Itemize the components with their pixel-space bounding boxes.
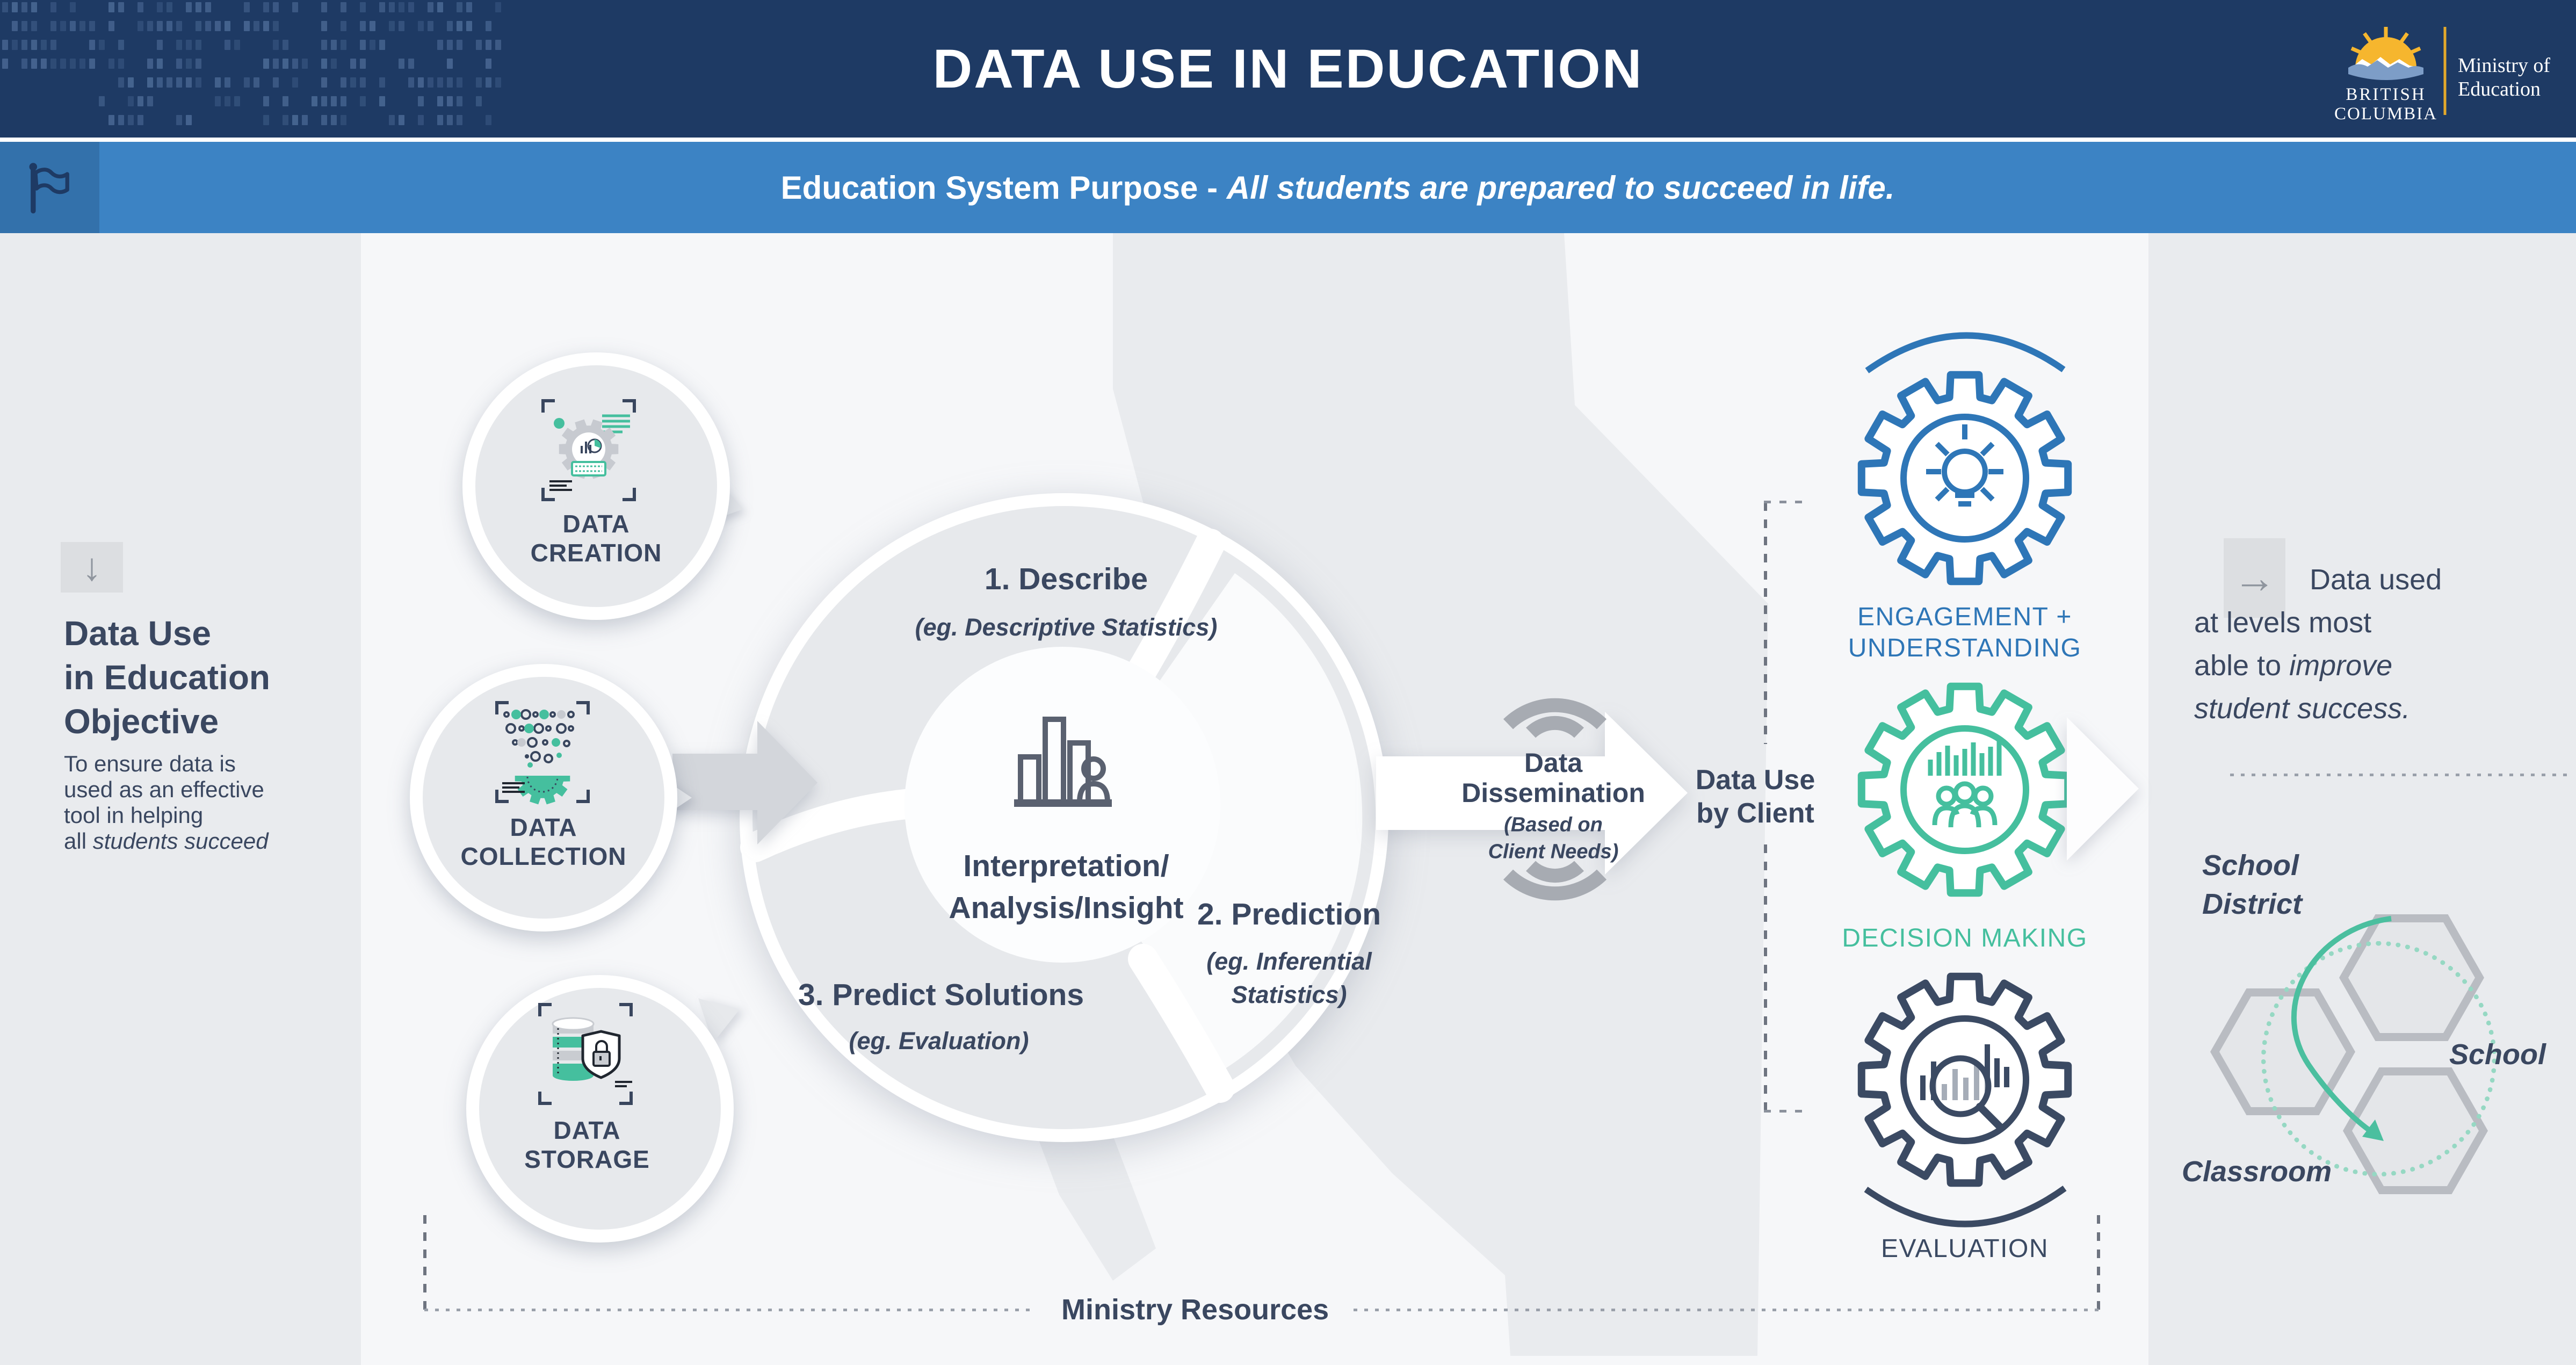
cycle-center-line: Analysis/Insight xyxy=(949,891,1184,925)
client-line: Data Use xyxy=(1695,764,1815,796)
footer-bracket-end xyxy=(2097,1215,2100,1311)
client-bracket-line xyxy=(1764,502,1767,744)
header-band xyxy=(0,0,2576,138)
page-title: DATA USE IN EDUCATION xyxy=(932,38,1644,99)
stage-label-data-creation: DATA CREATION xyxy=(530,510,662,567)
levels-cycle-arrow xyxy=(2291,916,2392,1141)
level-label-classroom: Classroom xyxy=(2182,1155,2332,1188)
purpose-label: Education System Purpose - xyxy=(780,169,1227,206)
level-label-district: District xyxy=(2202,888,2303,920)
outcome-label-evaluation: EVALUATION xyxy=(1881,1234,2049,1263)
impact-line: student success. xyxy=(2194,692,2411,725)
people-chart-icon xyxy=(1928,739,2002,828)
decision-gear-icon xyxy=(1857,682,2072,897)
footer-bracket: Ministry Resources xyxy=(424,1294,2099,1326)
cycle-step2-subtitle: (eg. Inferential xyxy=(1206,948,1372,975)
svg-text:Ministry of: Ministry of xyxy=(2458,54,2550,77)
data-collection-icon xyxy=(495,701,590,805)
header-divider xyxy=(0,138,2576,142)
right-arrow-icon: → xyxy=(2224,538,2285,618)
footer-dash-right xyxy=(1354,1308,2099,1311)
outcome-label-decision: DECISION MAKING xyxy=(1842,924,2088,952)
level-label-district: School xyxy=(2202,849,2299,882)
dissemination-line: Dissemination xyxy=(1461,778,1645,808)
stage-label-data-collection: DATA COLLECTION xyxy=(460,813,627,870)
bc-ministry-logo: BRITISH COLUMBIA Ministry of Education xyxy=(2320,8,2550,132)
dissemination-subline: (Based on xyxy=(1504,813,1603,836)
evaluation-gear-icon xyxy=(1857,972,2072,1227)
purpose-tagline: All students are prepared to succeed in … xyxy=(1226,169,1895,206)
flag-icon xyxy=(29,163,69,214)
purpose-bar xyxy=(0,142,2576,233)
flow-arrow-icon xyxy=(672,721,817,844)
objective-body-line: tool in helping xyxy=(64,803,204,828)
footer-dash-left xyxy=(424,1308,1037,1311)
svg-text:COLUMBIA: COLUMBIA xyxy=(2334,104,2437,124)
right-panel-divider xyxy=(2230,774,2567,776)
footer-bracket-end xyxy=(423,1215,426,1311)
dissemination-arrow xyxy=(1376,712,1688,875)
cycle-step3-subtitle: (eg. Evaluation) xyxy=(849,1027,1029,1055)
data-creation-circle xyxy=(462,352,730,620)
cycle-step3-title: 3. Predict Solutions xyxy=(798,978,1084,1012)
cycle-step2-title: 2. Prediction xyxy=(1197,897,1381,931)
objective-title-line: Objective xyxy=(64,702,219,741)
impact-line: able to improve xyxy=(2194,649,2393,682)
client-bracket-stub xyxy=(1764,1110,1809,1113)
right-panel xyxy=(2148,233,2576,1365)
svg-text:Education: Education xyxy=(2458,78,2541,100)
dissemination-subline: Client Needs) xyxy=(1488,840,1619,863)
objective-body-line: used as an effective xyxy=(64,777,264,802)
cycle-center-line: Interpretation/ xyxy=(963,849,1169,883)
dissemination-line: Data xyxy=(1524,748,1583,778)
cycle-step2-subtitle: Statistics) xyxy=(1231,981,1347,1008)
svg-text:BRITISH: BRITISH xyxy=(2346,85,2426,104)
data-creation-icon xyxy=(541,399,636,501)
cycle-step1-subtitle: (eg. Descriptive Statistics) xyxy=(915,613,1218,641)
purpose-statement: Education System Purpose - All students … xyxy=(99,142,2576,233)
client-line: by Client xyxy=(1696,798,1814,829)
engagement-gear-icon xyxy=(1857,332,2072,586)
levels-dotted-circle xyxy=(2261,941,2497,1176)
magnifier-chart-icon xyxy=(1920,1044,2009,1131)
footer-label: Ministry Resources xyxy=(1061,1294,1329,1326)
client-bracket-stub xyxy=(1764,501,1809,503)
pixel-pattern-decoration xyxy=(0,0,537,138)
outcome-label-engagement: ENGAGEMENT + UNDERSTANDING xyxy=(1848,603,2082,662)
lightbulb-icon xyxy=(1926,424,2003,507)
bc-sunrise-icon: BRITISH COLUMBIA Ministry of Education xyxy=(2334,27,2550,124)
impact-line: Data used xyxy=(2310,564,2442,596)
data-storage-icon xyxy=(538,1003,633,1105)
down-arrow-icon: ↓ xyxy=(61,542,123,593)
flag-box xyxy=(0,142,99,233)
impact-line: at levels most xyxy=(2194,606,2372,639)
client-bracket-line xyxy=(1764,844,1767,1112)
bar-chart-person-icon xyxy=(1014,717,1112,807)
analysis-cycle-graphic xyxy=(740,493,1388,1142)
level-label-school: School xyxy=(2449,1038,2546,1071)
objective-title-line: Data Use xyxy=(64,614,211,653)
left-panel xyxy=(0,233,361,1365)
objective-body-line: all students succeed xyxy=(64,828,269,854)
levels-arrow xyxy=(2067,717,2139,861)
cycle-step1-title: 1. Describe xyxy=(984,562,1148,596)
objective-body-line: To ensure data is xyxy=(64,751,236,776)
objective-title-line: in Education xyxy=(64,658,270,697)
broadcast-bottom-icon xyxy=(1503,861,1607,901)
broadcast-top-icon xyxy=(1503,698,1607,738)
stage-label-data-storage: DATA STORAGE xyxy=(524,1116,650,1173)
